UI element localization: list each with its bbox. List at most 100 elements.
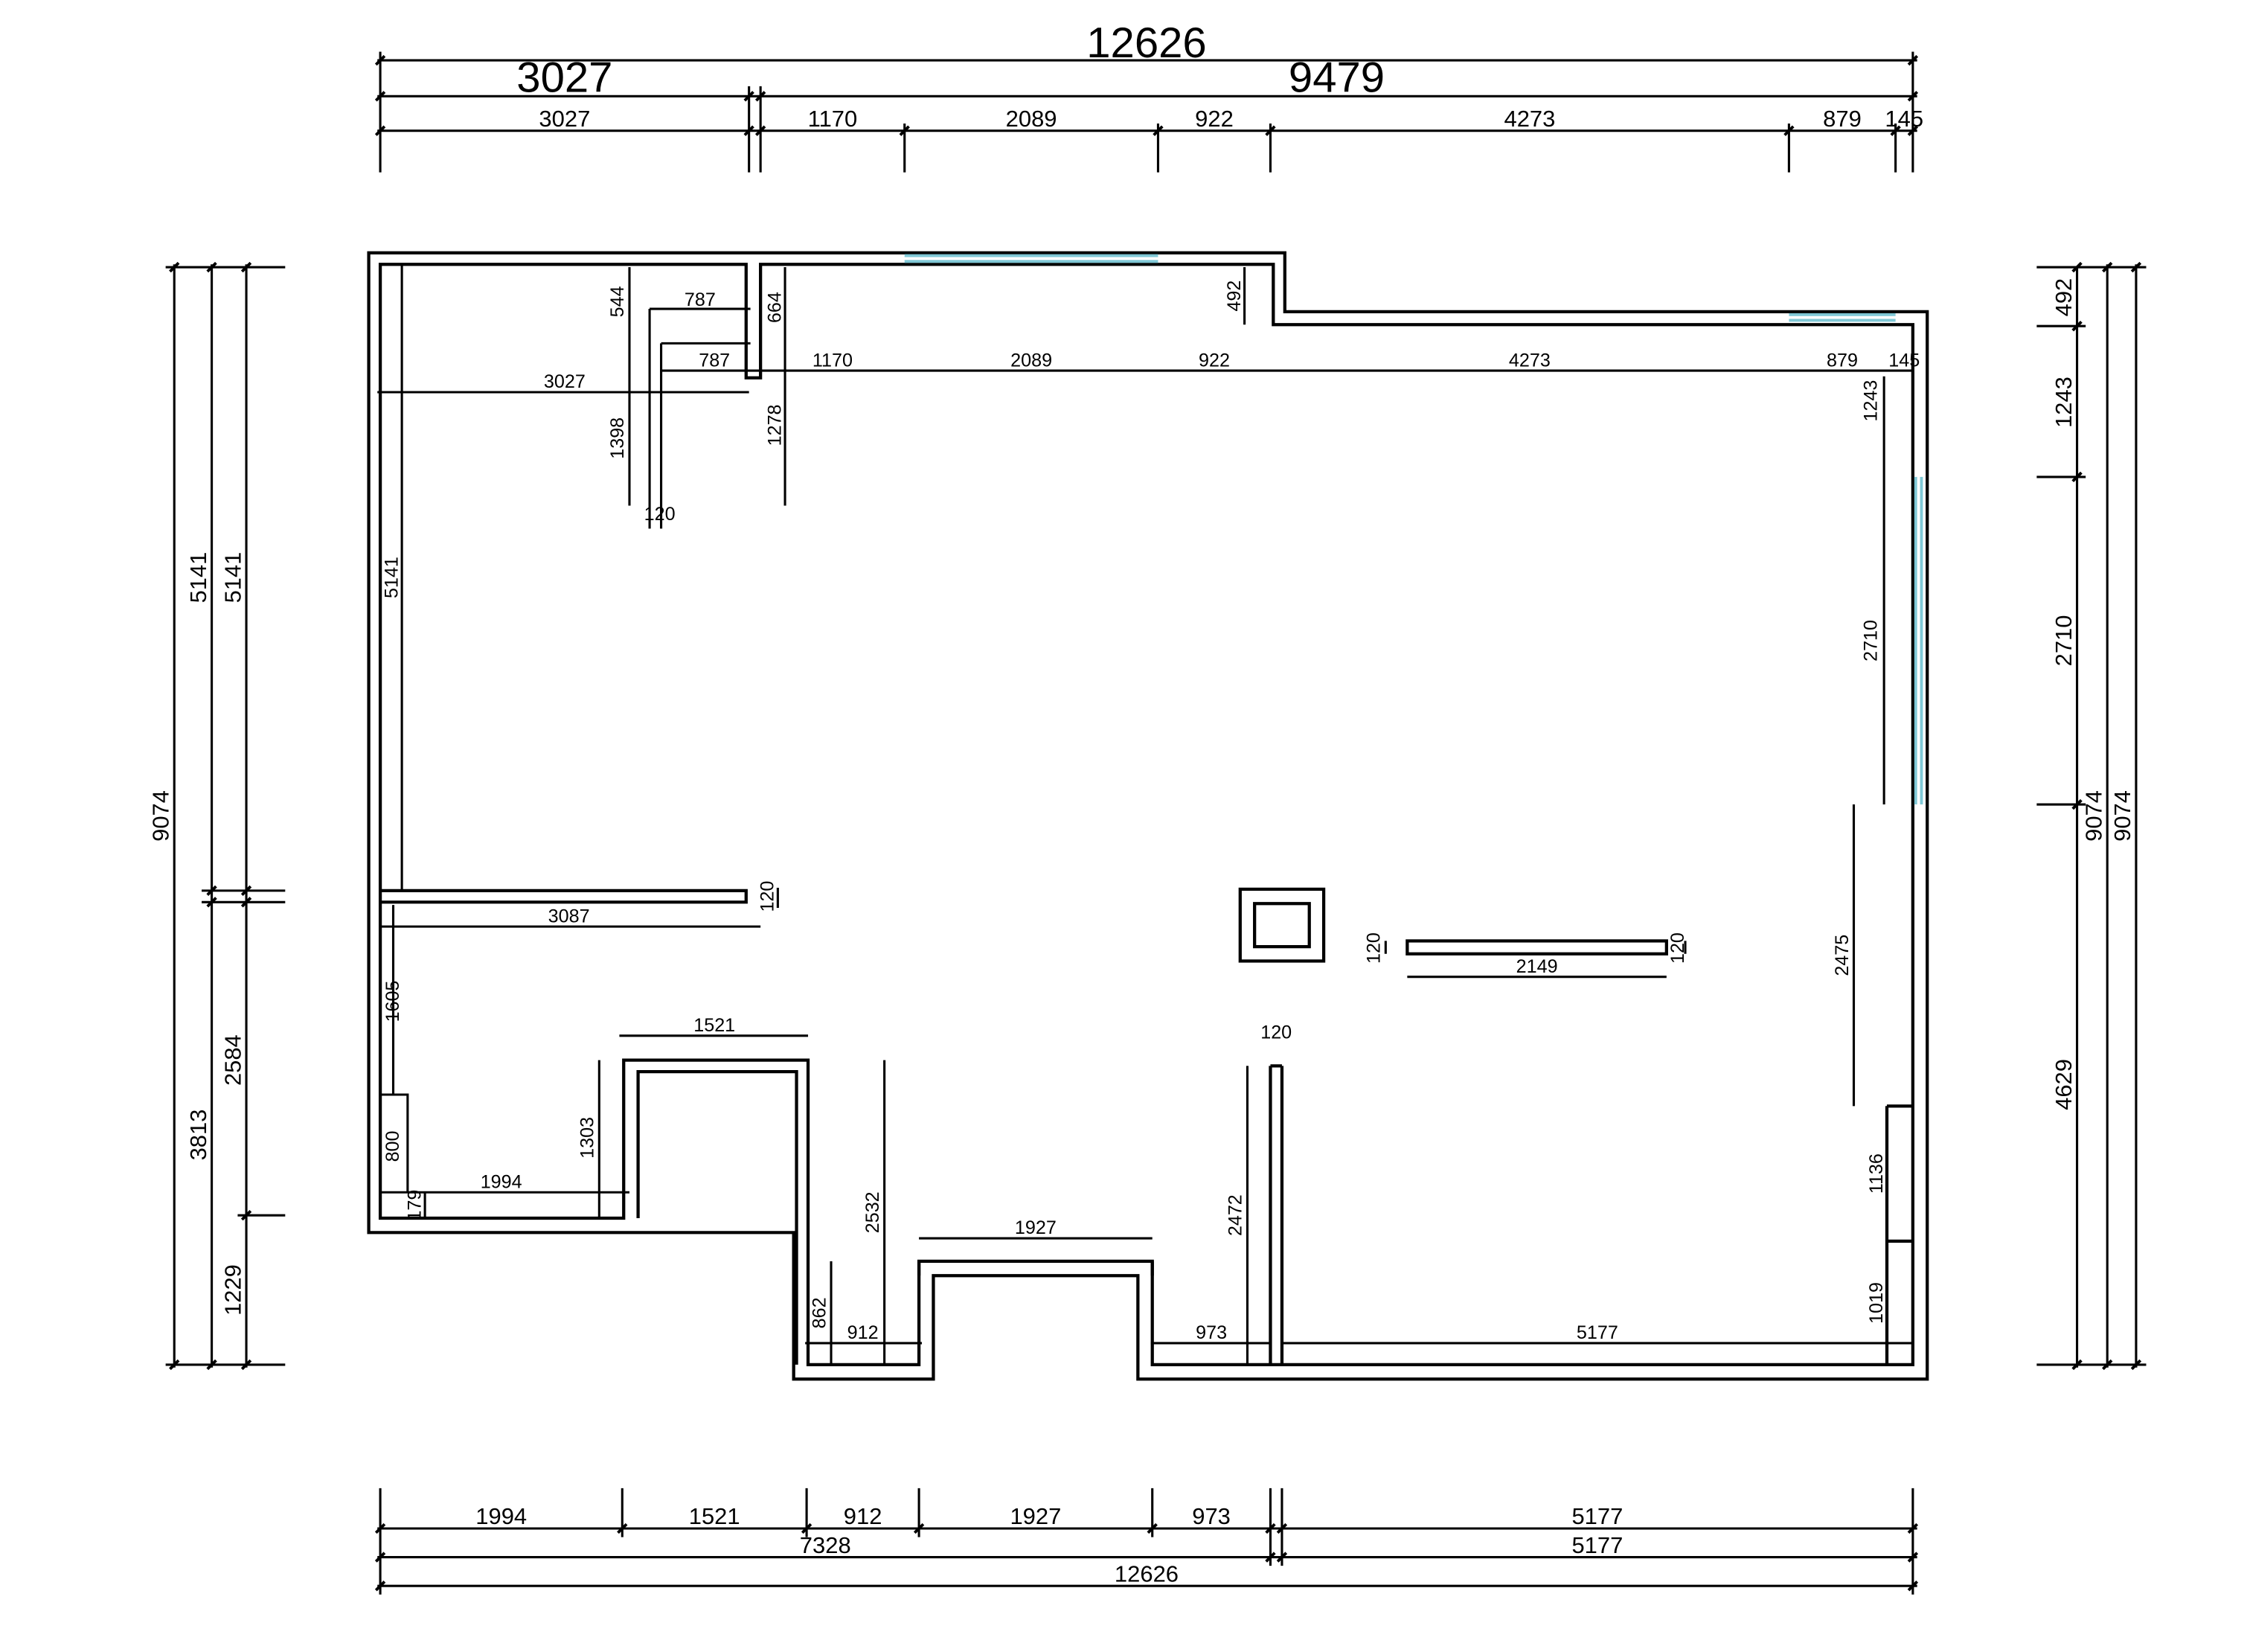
dim-bottom-seg-2: 1521 [689, 1503, 740, 1529]
in-dim-5177: 5177 [1577, 1322, 1618, 1343]
counter-wall [1405, 939, 1668, 955]
dimension-tick [1890, 125, 1901, 136]
dimension-tick [1907, 54, 1919, 66]
dim-right-seg-2: 1243 [2051, 377, 2077, 428]
in-dim-120-c: 120 [1260, 1022, 1292, 1043]
in-dim-922: 922 [1199, 350, 1230, 371]
dim-left-inner-2: 2584 [219, 1034, 246, 1086]
dimension-tick [206, 1359, 217, 1371]
dimension-tick [2071, 261, 2083, 273]
in-dim-1019: 1019 [1866, 1282, 1887, 1324]
dimension-ticks [169, 54, 2142, 1592]
in-dim-1243: 1243 [1860, 380, 1881, 422]
upper-partition-wall [380, 889, 748, 904]
in-dim-120-b: 120 [757, 881, 778, 912]
dimension-tick [2130, 261, 2142, 273]
in-dim-544: 544 [607, 286, 628, 317]
dim-top-seg-7: 145 [1885, 106, 1923, 132]
in-dim-862: 862 [809, 1297, 830, 1328]
dimension-tick [374, 91, 386, 102]
dimension-tick [240, 261, 252, 273]
dimension-tick [1907, 125, 1919, 136]
dimension-tick [1907, 91, 1919, 102]
in-dim-120-a: 120 [644, 504, 676, 525]
column-outer [1238, 887, 1326, 963]
dim-left-inner-1: 5141 [219, 552, 246, 604]
dimension-tick [617, 1523, 628, 1534]
dimension-tick [2071, 1359, 2083, 1371]
dim-bottom-seg-6: 5177 [1571, 1503, 1623, 1529]
dimension-tick [899, 125, 910, 136]
in-dim-1136: 1136 [1866, 1153, 1887, 1194]
window-right [1914, 476, 1923, 805]
dim-top-mid-2: 9479 [1289, 54, 1385, 102]
in-dim-664: 664 [764, 292, 785, 323]
in-dim-1521: 1521 [693, 1015, 735, 1036]
column-inner [1253, 902, 1311, 949]
dim-left-mid-2: 3813 [185, 1110, 211, 1161]
in-dim-800: 800 [382, 1131, 403, 1162]
dim-top-seg-3: 2089 [1006, 106, 1057, 132]
outer-dimension-labels: 12626 3027 9479 3027 1170 2089 922 4273 … [147, 19, 2135, 1587]
in-dim-2532: 2532 [862, 1191, 883, 1233]
interior-dimension-lines [377, 264, 1913, 1365]
dim-right-total-a: 9074 [2080, 790, 2106, 842]
dimension-tick [1907, 1581, 1919, 1592]
dim-left-inner-3: 1229 [219, 1264, 246, 1316]
in-dim-120-e: 120 [1667, 932, 1688, 964]
dim-bottom-mid-1: 7328 [800, 1532, 851, 1558]
in-dim-1994: 1994 [481, 1172, 522, 1193]
window-top-right [1789, 313, 1896, 322]
dimension-tick [754, 125, 766, 136]
dimension-tick [1907, 1523, 1919, 1534]
dim-right-seg-4: 4629 [2051, 1059, 2077, 1110]
in-dim-2089: 2089 [1010, 350, 1052, 371]
in-dim-912: 912 [847, 1322, 879, 1343]
dim-top-seg-5: 4273 [1504, 106, 1555, 132]
in-dim-1398: 1398 [607, 417, 628, 459]
in-dim-879: 879 [1827, 350, 1858, 371]
dimension-tick [240, 1359, 252, 1371]
in-dim-2475: 2475 [1832, 935, 1853, 976]
dim-top-seg-2: 1170 [808, 106, 858, 132]
dimension-tick [206, 261, 217, 273]
bay-inner [917, 1261, 1154, 1276]
in-dim-179: 179 [404, 1190, 425, 1221]
right-side-partition [1885, 1104, 1913, 1365]
in-dim-1605: 1605 [382, 981, 403, 1022]
l-partition-outer [636, 1069, 798, 1365]
in-dim-5141: 5141 [381, 557, 402, 598]
windows [904, 254, 1923, 805]
dimension-tick [2071, 471, 2083, 483]
in-dim-1927: 1927 [1015, 1217, 1057, 1238]
in-dim-787-upper: 787 [685, 289, 716, 310]
dimension-tick [1783, 125, 1795, 136]
dim-top-seg-6: 879 [1823, 106, 1862, 132]
inner-wall [378, 263, 1915, 1367]
dim-top-seg-4: 922 [1195, 106, 1234, 132]
dimension-tick [169, 261, 180, 273]
in-dim-120-d: 120 [1364, 932, 1385, 964]
dim-right-seg-1: 492 [2051, 278, 2077, 317]
dimension-tick [206, 897, 217, 908]
dimension-tick [754, 91, 766, 102]
dimension-tick [374, 54, 386, 66]
dimension-tick [1265, 125, 1276, 136]
dimension-tick [374, 1552, 386, 1563]
dim-left-mid-1: 5141 [185, 552, 211, 604]
dimension-tick [801, 1523, 812, 1534]
dimension-tick [1153, 125, 1164, 136]
dim-right-seg-3: 2710 [2051, 615, 2077, 667]
dimension-tick [1147, 1523, 1158, 1534]
dim-top-total: 12626 [1086, 19, 1206, 67]
in-dim-492: 492 [1224, 281, 1245, 312]
window-top [904, 254, 1158, 263]
dim-top-seg-1: 3027 [539, 106, 590, 132]
in-dim-3027: 3027 [544, 371, 586, 392]
in-dim-1303: 1303 [577, 1117, 598, 1159]
dimension-tick [240, 1209, 252, 1221]
outer-wall [367, 251, 1929, 1381]
dim-bottom-seg-5: 973 [1192, 1503, 1231, 1529]
in-dim-973: 973 [1196, 1322, 1227, 1343]
